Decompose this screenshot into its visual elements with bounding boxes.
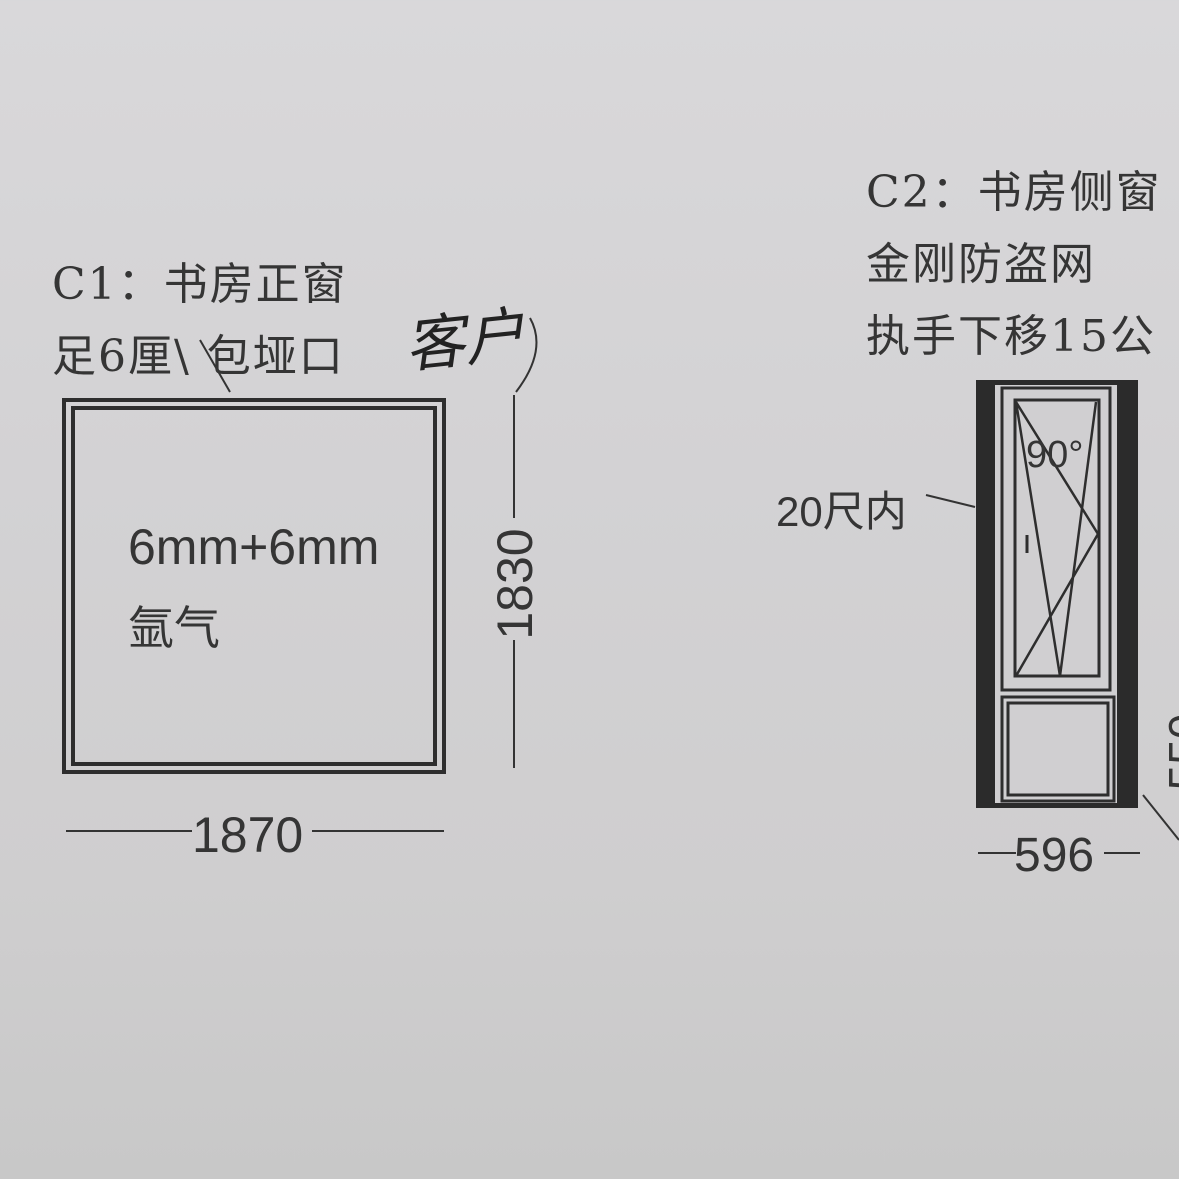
- c1-gas-spec: 氩气: [128, 602, 220, 654]
- c2-frame-leader: [925, 494, 976, 508]
- c1-window-inner-frame: [71, 406, 437, 766]
- c2-height-dimension-partial: 550: [1159, 713, 1179, 791]
- c2-security-net: 金刚防盗网: [866, 239, 1096, 290]
- c2-opening-angle: 90°: [1026, 434, 1084, 476]
- c2-handle-note: 执手下移15公: [866, 311, 1156, 362]
- c2-fixed-pane-outer: [1000, 695, 1116, 803]
- c2-sash-frame: [1000, 386, 1112, 692]
- c2-width-dimension: 596: [1014, 829, 1095, 882]
- c2-fixed-pane-inner: [1006, 701, 1110, 797]
- c1-title: C1：书房正窗: [52, 259, 348, 310]
- c1-handwritten-note: 客户: [401, 299, 528, 383]
- c1-note-leader: [199, 339, 231, 393]
- c1-height-dimension: 1830: [487, 528, 543, 640]
- c1-width-dimension: 1870: [192, 807, 304, 863]
- c1-glass-spec: 6mm+6mm: [128, 519, 380, 575]
- c2-title: C2：书房侧窗: [866, 167, 1162, 218]
- c2-sash-inner: [1013, 398, 1101, 678]
- c2-frame-note: 20尺内: [776, 488, 907, 535]
- c1-window-outer-frame: [62, 398, 446, 774]
- c1-bracket: [515, 317, 538, 393]
- c2-corner-leader: [1142, 794, 1179, 841]
- c2-opening-lines: [1014, 401, 1100, 677]
- c1-note: 足6厘\ 包垭口: [52, 331, 345, 382]
